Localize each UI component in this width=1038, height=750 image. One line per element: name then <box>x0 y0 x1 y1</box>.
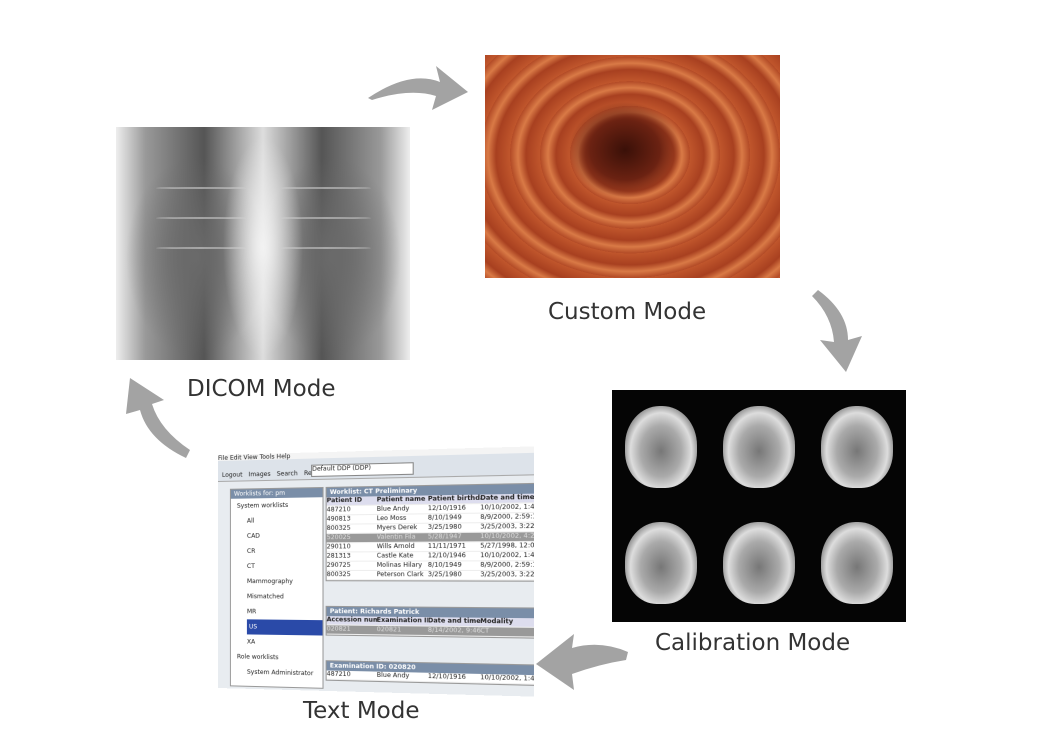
table-row[interactable]: 290725Molinas Hilary8/10/19498/9/2000, 2… <box>327 561 534 571</box>
table-cell: 8/14/2002, 9:46:44 AM <box>428 627 480 636</box>
table-cell: 5/28/1947 <box>428 533 480 542</box>
table-cell: 10/10/2002, 1:41:06 PM <box>480 503 534 512</box>
sidebar-item[interactable]: System Administrator <box>231 664 323 681</box>
table-cell: Examination ID <box>377 617 428 626</box>
table-cell: 3/25/1980 <box>428 571 480 579</box>
table-cell: 11/11/1971 <box>428 542 480 551</box>
arrow-custom-to-calibration <box>812 290 862 372</box>
table-cell: 290725 <box>327 562 377 570</box>
sidebar-item[interactable]: Mismatched <box>231 589 323 605</box>
table-cell: 10/10/2002, 1:41:06 PM <box>480 674 534 684</box>
table-cell: Valentin Fila <box>377 533 428 542</box>
custom-mode-label: Custom Mode <box>548 299 706 325</box>
arrow-text-to-dicom <box>126 378 190 458</box>
sidebar-item[interactable]: XA <box>231 634 323 651</box>
images-button[interactable]: Images <box>248 471 270 479</box>
table-cell: 020821 <box>377 626 428 635</box>
worklist-table: Worklist: CT Preliminary Patient IDPatie… <box>326 483 534 582</box>
table-cell: Molinas Hilary <box>377 562 428 570</box>
dicom-mode-label: DICOM Mode <box>187 376 335 402</box>
worklist-sidebar: Worklists for: pm System worklists All C… <box>230 487 324 689</box>
search-button[interactable]: Search <box>277 470 298 478</box>
table-cell: 490813 <box>327 515 377 524</box>
table-cell: Patient birthdate <box>428 495 480 504</box>
table-cell: 487210 <box>327 506 377 515</box>
table-cell: Modality <box>480 618 534 627</box>
patient-table: Patient: Richards Patrick Accession numb… <box>326 606 534 639</box>
arrow-calibration-to-text <box>536 634 628 690</box>
sidebar-item[interactable]: System worklists <box>231 497 323 514</box>
table-row[interactable]: 0208210208218/14/2002, 9:46:44 AMCT <box>327 625 534 637</box>
table-cell: Accession number <box>327 616 377 625</box>
table-cell: 12/10/1946 <box>428 552 480 561</box>
calibration-mode-label: Calibration Mode <box>655 630 850 656</box>
table-cell: Peterson Clark <box>377 571 428 579</box>
brain-mri-image <box>612 390 906 622</box>
table-cell: 12/10/1916 <box>428 673 480 683</box>
exam-table: Examination ID: 020820 487210Blue Andy12… <box>326 660 534 686</box>
table-cell: Patient ID <box>327 496 377 505</box>
table-cell: 3/25/2003, 3:22:12 PM <box>480 571 534 580</box>
table-cell: 020821 <box>327 625 377 634</box>
profile-select[interactable]: Default DDP (DDP) <box>311 462 414 477</box>
sidebar-item[interactable]: MR <box>231 604 323 620</box>
worklist-software-screenshot: File Edit View Tools Help Logout Images … <box>218 446 534 696</box>
table-cell: 290110 <box>327 543 377 552</box>
table-row[interactable]: 800325Peterson Clark3/25/19803/25/2003, … <box>327 571 534 581</box>
endoscopy-image <box>485 55 780 278</box>
chest-xray-image <box>116 127 410 360</box>
table-cell: Leo Moss <box>377 514 428 523</box>
sidebar-item[interactable]: All <box>231 513 323 529</box>
table-cell: Patient name <box>377 495 428 504</box>
sidebar-item[interactable]: CT <box>231 559 323 574</box>
table-cell: 3/25/2003, 3:22:12 PM <box>480 523 534 532</box>
table-cell: 12/10/1916 <box>428 504 480 513</box>
sidebar-item[interactable]: Mammography <box>231 574 323 589</box>
logout-button[interactable]: Logout <box>222 471 242 478</box>
table-cell: 8/10/1949 <box>428 561 480 570</box>
sidebar-item[interactable]: US <box>247 619 323 635</box>
sidebar-item[interactable]: CAD <box>231 528 323 544</box>
table-cell: CT <box>480 627 534 636</box>
table-cell: Myers Derek <box>377 524 428 533</box>
table-cell: 10/10/2002, 4:20:04 PM <box>480 532 534 541</box>
table-cell: 520025 <box>327 534 377 543</box>
text-mode-label: Text Mode <box>303 698 420 724</box>
table-cell: 8/9/2000, 2:59:17 PM <box>480 513 534 522</box>
table-cell: Date and time <box>480 494 534 503</box>
table-cell: 281313 <box>327 552 377 560</box>
table-cell: Blue Andy <box>377 672 428 682</box>
table-cell: 5/27/1998, 12:00:00 AM <box>480 542 534 551</box>
table-cell: 10/10/2002, 1:41:06 PM <box>480 552 534 561</box>
table-cell: 487210 <box>327 670 377 679</box>
table-cell: Blue Andy <box>377 505 428 514</box>
table-cell: 8/10/1949 <box>428 514 480 523</box>
table-cell: Castle Kate <box>377 552 428 561</box>
table-cell: Wills Arnold <box>377 543 428 552</box>
arrow-dicom-to-custom <box>368 66 468 110</box>
table-cell: Date and time <box>428 617 480 626</box>
table-cell: 800325 <box>327 524 377 533</box>
table-cell: 8/9/2000, 2:59:17 PM <box>480 561 534 570</box>
table-cell: 800325 <box>327 571 377 579</box>
sidebar-item[interactable]: CR <box>231 543 323 559</box>
table-cell: 3/25/1980 <box>428 523 480 532</box>
table-row[interactable]: 281313Castle Kate12/10/194610/10/2002, 1… <box>327 552 534 562</box>
